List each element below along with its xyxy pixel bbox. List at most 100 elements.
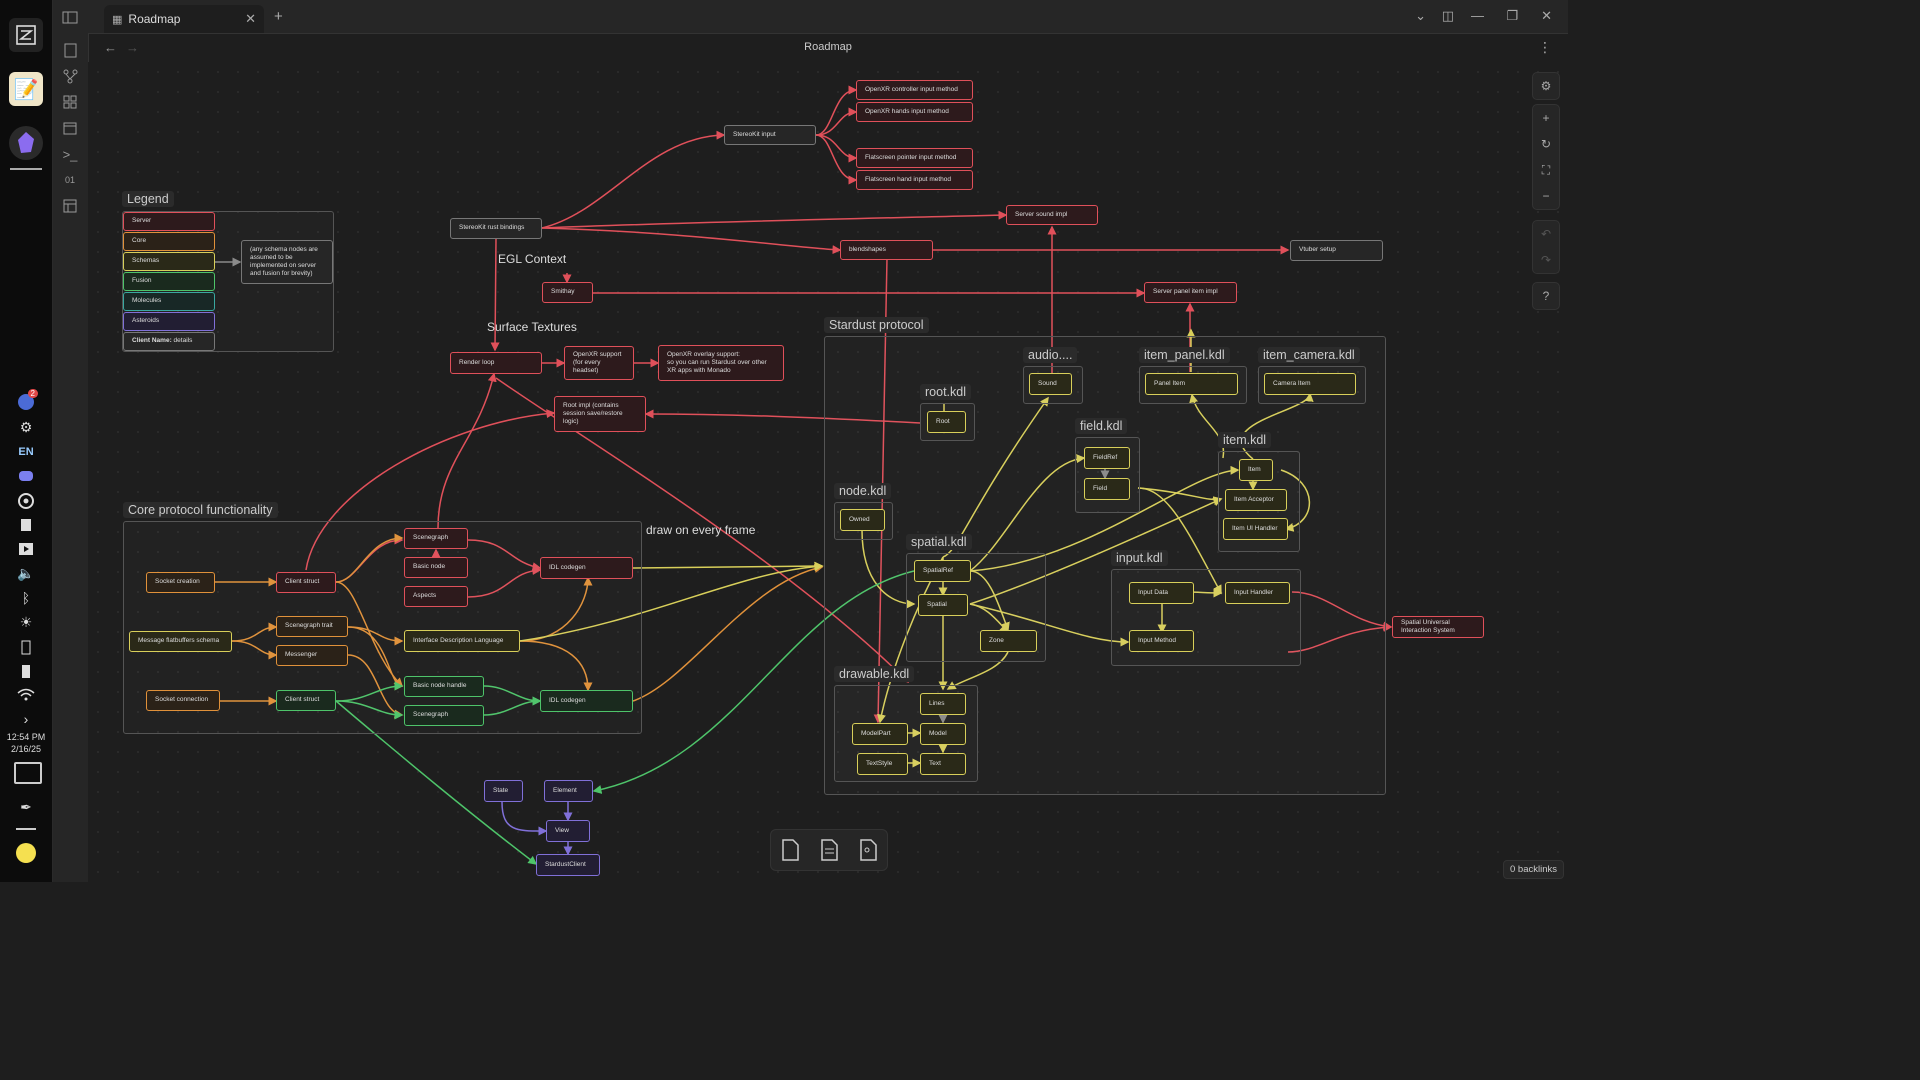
node-server-panel[interactable]: Server panel item impl — [1144, 282, 1237, 303]
node-socket-creation[interactable]: Socket creation — [146, 572, 215, 593]
battery-2-icon[interactable] — [16, 661, 36, 681]
node-messenger[interactable]: Messenger — [276, 645, 348, 666]
node-input-method[interactable]: Input Method — [1129, 630, 1194, 652]
group-drawable[interactable] — [834, 685, 978, 782]
group-core[interactable] — [123, 521, 642, 734]
group-item-camera[interactable] — [1258, 366, 1366, 404]
node-item-acceptor[interactable]: Item Acceptor — [1225, 489, 1287, 511]
tab-roadmap[interactable]: ▦ Roadmap ✕ — [104, 5, 264, 33]
node-root-impl[interactable]: Root impl (contains session save/restore… — [554, 396, 646, 432]
canvas-area[interactable]: Legend Server Core Schemas Fusion Molecu… — [88, 62, 1568, 882]
group-field[interactable] — [1075, 437, 1140, 513]
terminal-icon[interactable]: >_ — [62, 146, 78, 162]
legend-note[interactable]: (any schema nodes are assumed to be impl… — [241, 240, 333, 284]
node-item[interactable]: Item — [1239, 459, 1273, 481]
node-socket-connection[interactable]: Socket connection — [146, 690, 220, 711]
binary-icon[interactable]: 01 — [64, 175, 75, 185]
minimize-icon[interactable]: — — [1471, 8, 1484, 23]
window-close-icon[interactable]: ✕ — [1541, 8, 1552, 23]
tray-document-icon[interactable] — [16, 515, 36, 535]
tray-sync-icon[interactable]: ⚙ — [19, 418, 33, 435]
node-lines[interactable]: Lines — [920, 693, 966, 715]
help-icon[interactable]: ? — [1542, 289, 1550, 303]
node-text-style[interactable]: TextStyle — [857, 753, 908, 775]
group-node[interactable] — [834, 502, 893, 540]
node-stardust-client[interactable]: StardustClient — [536, 854, 600, 876]
zed-app-icon[interactable] — [9, 18, 43, 52]
new-tab-icon[interactable]: + — [274, 8, 283, 25]
forward-arrow-icon[interactable]: → — [126, 40, 139, 55]
node-openxr-hands[interactable]: OpenXR hands input method — [856, 102, 973, 122]
settings-icon[interactable]: ⚙ — [1540, 79, 1552, 93]
node-openxr-overlay[interactable]: OpenXR overlay support: so you can run S… — [658, 345, 784, 381]
node-view[interactable]: View — [546, 820, 590, 842]
calendar-icon[interactable] — [61, 119, 79, 137]
legend-core[interactable]: Core — [123, 232, 215, 251]
legend-schemas[interactable]: Schemas — [123, 252, 215, 271]
zoom-in-icon[interactable]: + — [1542, 111, 1550, 125]
node-idl[interactable]: Interface Description Language — [404, 630, 520, 652]
node-input-handler[interactable]: Input Handler — [1225, 582, 1290, 604]
node-owned[interactable]: Owned — [840, 509, 885, 531]
legend-fusion[interactable]: Fusion — [123, 272, 215, 291]
zoom-out-icon[interactable]: − — [1542, 189, 1550, 203]
legend-client-name[interactable]: Client Name: details — [123, 332, 215, 351]
group-root[interactable] — [920, 403, 975, 441]
language-indicator[interactable]: EN — [18, 446, 34, 458]
color-swatch-icon[interactable] — [16, 843, 36, 863]
node-stereokit-input[interactable]: StereoKit input — [724, 125, 816, 145]
group-item[interactable] — [1218, 451, 1300, 552]
pen-icon[interactable]: ✒ — [20, 798, 32, 815]
add-card-icon[interactable] — [778, 837, 802, 863]
split-view-icon[interactable]: ◫ — [1441, 8, 1454, 23]
node-panel-item[interactable]: Panel Item — [1145, 373, 1238, 395]
node-element[interactable]: Element — [544, 780, 593, 802]
reset-zoom-icon[interactable]: ↻ — [1540, 137, 1552, 151]
undo-icon[interactable]: ↶ — [1540, 227, 1552, 241]
obsidian-app-icon[interactable] — [9, 126, 43, 160]
group-audio[interactable] — [1023, 366, 1083, 404]
notepad-app-icon[interactable]: 📝 — [9, 72, 43, 106]
clock-time[interactable]: 12:54 PM — [6, 732, 46, 742]
node-idl-codegen-1[interactable]: IDL codegen — [540, 557, 633, 579]
group-legend[interactable] — [122, 211, 334, 352]
node-scenegraph-1[interactable]: Scenegraph — [404, 528, 468, 549]
chevron-right-icon[interactable]: › — [23, 711, 29, 727]
node-aspects[interactable]: Aspects — [404, 586, 468, 607]
legend-molecules[interactable]: Molecules — [123, 292, 215, 311]
canvas-icon[interactable] — [61, 93, 79, 111]
tray-steam-icon[interactable] — [16, 491, 36, 511]
legend-server[interactable]: Server — [123, 212, 215, 231]
tray-media-icon[interactable] — [16, 539, 36, 559]
node-suis[interactable]: Spatial Universal Interaction System — [1392, 616, 1484, 638]
legend-asteroids[interactable]: Asteroids — [123, 312, 215, 331]
table-icon[interactable] — [61, 197, 79, 215]
tray-discord-icon[interactable] — [16, 466, 36, 486]
node-basic-node[interactable]: Basic node — [404, 557, 468, 578]
node-spatial-ref[interactable]: SpatialRef — [914, 560, 971, 582]
node-server-sound[interactable]: Server sound impl — [1006, 205, 1098, 225]
tray-app-icon[interactable]: 2 — [16, 389, 38, 412]
node-model[interactable]: Model — [920, 723, 966, 745]
node-idl-codegen-2[interactable]: IDL codegen — [540, 690, 633, 712]
node-zone[interactable]: Zone — [980, 630, 1037, 652]
group-spatial[interactable] — [906, 553, 1046, 662]
group-stardust[interactable] — [824, 336, 1386, 795]
backlinks-status[interactable]: 0 backlinks — [1503, 860, 1564, 879]
files-icon[interactable] — [61, 41, 79, 59]
node-field[interactable]: Field — [1084, 478, 1130, 500]
node-basic-node-handle[interactable]: Basic node handle — [404, 676, 484, 697]
chevron-down-icon[interactable]: ⌄ — [1415, 8, 1426, 23]
node-vtuber[interactable]: Vtuber setup — [1290, 240, 1383, 261]
node-scenegraph-2[interactable]: Scenegraph — [404, 705, 484, 726]
node-flatscreen-pointer[interactable]: Flatscreen pointer input method — [856, 148, 973, 168]
add-media-icon[interactable] — [856, 837, 880, 863]
node-text[interactable]: Text — [920, 753, 966, 775]
node-scenegraph-trait[interactable]: Scenegraph trait — [276, 616, 348, 637]
node-root[interactable]: Root — [927, 411, 966, 433]
group-input[interactable] — [1111, 569, 1301, 666]
node-render-loop[interactable]: Render loop — [450, 352, 542, 374]
battery-icon[interactable] — [16, 637, 36, 657]
fit-to-screen-icon[interactable]: ⛶ — [1541, 162, 1551, 177]
volume-icon[interactable]: 🔈 — [17, 564, 35, 581]
